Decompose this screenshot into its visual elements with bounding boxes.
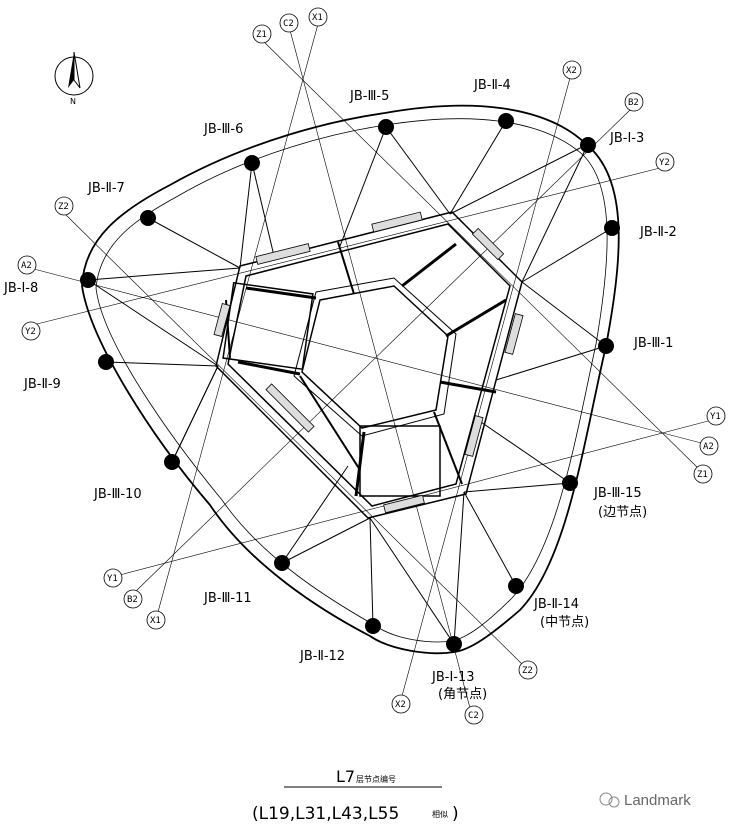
svg-text:Z1: Z1 [697,470,708,480]
watermark-text: Landmark [624,792,691,809]
node-13-dot [446,636,462,652]
node-label-3: JB-Ⅰ-3 [609,131,644,146]
svg-text:Y2: Y2 [25,327,36,337]
node-label-9: JB-Ⅱ-9 [23,377,61,392]
svg-text:Y1: Y1 [710,412,721,422]
north-label: N [70,97,76,106]
node-5-dot [378,119,394,135]
node-label-6: JB-Ⅲ-6 [203,122,243,137]
perimeter-nodes [80,113,620,652]
title-suffix: 层节点编号 [356,774,396,784]
svg-text:X1: X1 [312,13,323,23]
outrigger-braces [87,120,613,645]
node-label-10: JB-Ⅲ-10 [93,487,142,502]
node-11-dot [274,555,290,571]
node-9-dot [98,354,114,370]
node-2-dot [604,220,620,236]
north-arrow-icon: N [54,51,94,106]
node-label-15: JB-Ⅲ-15 [593,486,642,501]
building-perimeter [81,104,620,655]
svg-text:C2: C2 [283,19,294,29]
node-label-2: JB-Ⅱ-2 [639,225,677,240]
node-labels: JB-Ⅲ-1 JB-Ⅱ-2 JB-Ⅰ-3 JB-Ⅱ-4 JB-Ⅲ-5 JB-Ⅲ-… [3,78,677,702]
node-label-5: JB-Ⅲ-5 [349,89,389,104]
core-walls [215,211,523,519]
svg-text:B2: B2 [628,98,639,108]
node-6-dot [244,155,260,171]
node-label-4: JB-Ⅱ-4 [473,78,511,93]
node-label-8: JB-Ⅰ-8 [3,281,38,296]
node-label-7: JB-Ⅱ-7 [87,181,125,196]
node-label-12: JB-Ⅱ-12 [299,649,345,664]
svg-text:Y2: Y2 [659,158,670,168]
svg-text:X2: X2 [395,700,406,710]
title-floors-close: ) [452,804,459,824]
svg-text:Y1: Y1 [107,574,118,584]
svg-text:X2: X2 [566,66,577,76]
svg-text:Z2: Z2 [58,202,69,212]
svg-text:A2: A2 [21,261,32,271]
node-12-dot [365,618,381,634]
title-floors: (L19,L31,L43,L55 [252,804,399,824]
title-level: L7 [336,767,355,786]
svg-text:A2: A2 [703,442,714,452]
title-block: L7 层节点编号 (L19,L31,L43,L55 相似 ) [252,767,459,824]
node-label-13: JB-Ⅰ-13 [431,670,475,685]
node-8-dot [80,272,96,288]
node-note-middle: (中节点) [540,615,589,630]
node-7-dot [140,210,156,226]
node-note-edge: (边节点) [598,505,647,520]
node-3-dot [580,137,596,153]
node-1-dot [598,338,614,354]
node-10-dot [164,454,180,470]
axis-bubbles: Z1 C2 X1 X2 B2 Y2 Z2 A2 Y2 Y1 A2 Z1 Y1 B… [17,7,726,725]
node-label-1: JB-Ⅲ-1 [633,336,673,351]
node-15-dot [562,475,578,491]
node-label-14: JB-Ⅱ-14 [533,597,579,612]
node-4-dot [498,113,514,129]
svg-text:C2: C2 [468,711,479,721]
svg-text:Z2: Z2 [522,666,533,676]
svg-text:B2: B2 [127,595,138,605]
title-floors-suffix: 相似 [432,809,448,819]
node-label-11: JB-Ⅲ-11 [203,591,252,606]
watermark: Landmark [599,792,691,809]
svg-text:Z1: Z1 [256,30,267,40]
node-14-dot [508,578,524,594]
node-note-corner: (角节点) [438,687,487,702]
svg-text:X1: X1 [150,616,161,626]
hatched-wall-panels [213,211,524,514]
